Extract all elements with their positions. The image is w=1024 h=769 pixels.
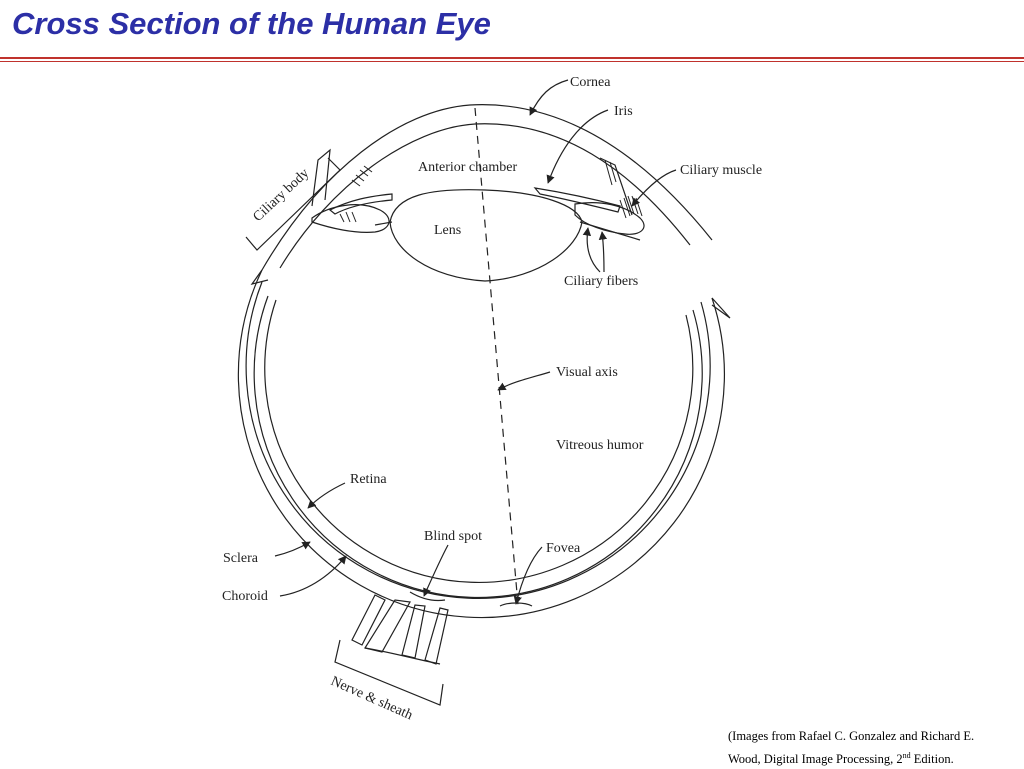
label-sclera: Sclera (223, 551, 259, 566)
leader-iris (546, 109, 609, 184)
leader-cornea (529, 79, 569, 116)
label-visual-axis: Visual axis (556, 365, 618, 380)
label-cornea: Cornea (570, 75, 611, 90)
leader-choroid (279, 555, 347, 597)
title-rule-top (0, 57, 1024, 59)
page-title: Cross Section of the Human Eye (12, 6, 491, 41)
leader-ciliary-fibers-2 (598, 231, 608, 273)
credit-line-2-sup: nd (902, 751, 911, 760)
cornea-inner-outline (279, 123, 691, 269)
leader-blind-spot (423, 544, 449, 597)
leader-retina (307, 482, 346, 509)
ciliary-body-left-hatch (339, 165, 373, 223)
ciliary-body-bracket (245, 157, 341, 251)
label-anterior-chamber: Anterior chamber (418, 160, 517, 175)
label-retina: Retina (350, 472, 387, 487)
ciliary-fibers-right (579, 221, 641, 241)
label-ciliary-body: Ciliary body (250, 166, 312, 225)
cornea-outline (261, 104, 713, 271)
ciliary-body-right (574, 202, 645, 235)
right-flap (711, 297, 731, 319)
blind-spot-dip (409, 591, 446, 602)
leader-sclera (274, 541, 311, 557)
label-vitreous-humor: Vitreous humor (556, 438, 644, 453)
credit-line-2-post: Edition. (910, 752, 954, 767)
image-credit: (Images from Rafael C. Gonzalez and Rich… (728, 727, 1018, 769)
label-ciliary-muscle: Ciliary muscle (680, 163, 762, 178)
label-nerve-sheath: Nerve & sheath (328, 674, 414, 723)
ciliary-body-left (311, 204, 390, 233)
leader-ciliary-muscle (631, 169, 677, 207)
choroid-outline (245, 281, 711, 599)
leader-visual-axis (497, 371, 551, 391)
credit-line-1: (Images from Rafael C. Gonzalez and Rich… (728, 729, 975, 743)
credit-line-2-pre: Wood, Digital Image Processing, 2 (728, 752, 903, 767)
label-iris: Iris (614, 104, 633, 119)
iris-left (328, 193, 393, 215)
iris-right (533, 187, 621, 213)
retina-outline (253, 295, 703, 599)
sclera-outer-outline (237, 269, 725, 619)
ciliary-left-ridge (311, 148, 331, 207)
vitreous-boundary (264, 299, 694, 583)
label-ciliary-fibers: Ciliary fibers (564, 274, 638, 289)
label-blind-spot: Blind spot (424, 529, 482, 544)
leader-ciliary-fibers-1 (582, 227, 601, 273)
left-flap (250, 269, 269, 285)
nerve-sheath-bracket (334, 639, 444, 706)
label-choroid: Choroid (222, 589, 268, 604)
label-lens: Lens (434, 223, 461, 238)
title-rule-bottom (0, 61, 1024, 62)
leader-fovea (513, 546, 543, 605)
optic-nerve (351, 594, 449, 665)
label-fovea: Fovea (546, 541, 581, 556)
ciliary-fibers-left (374, 221, 393, 226)
